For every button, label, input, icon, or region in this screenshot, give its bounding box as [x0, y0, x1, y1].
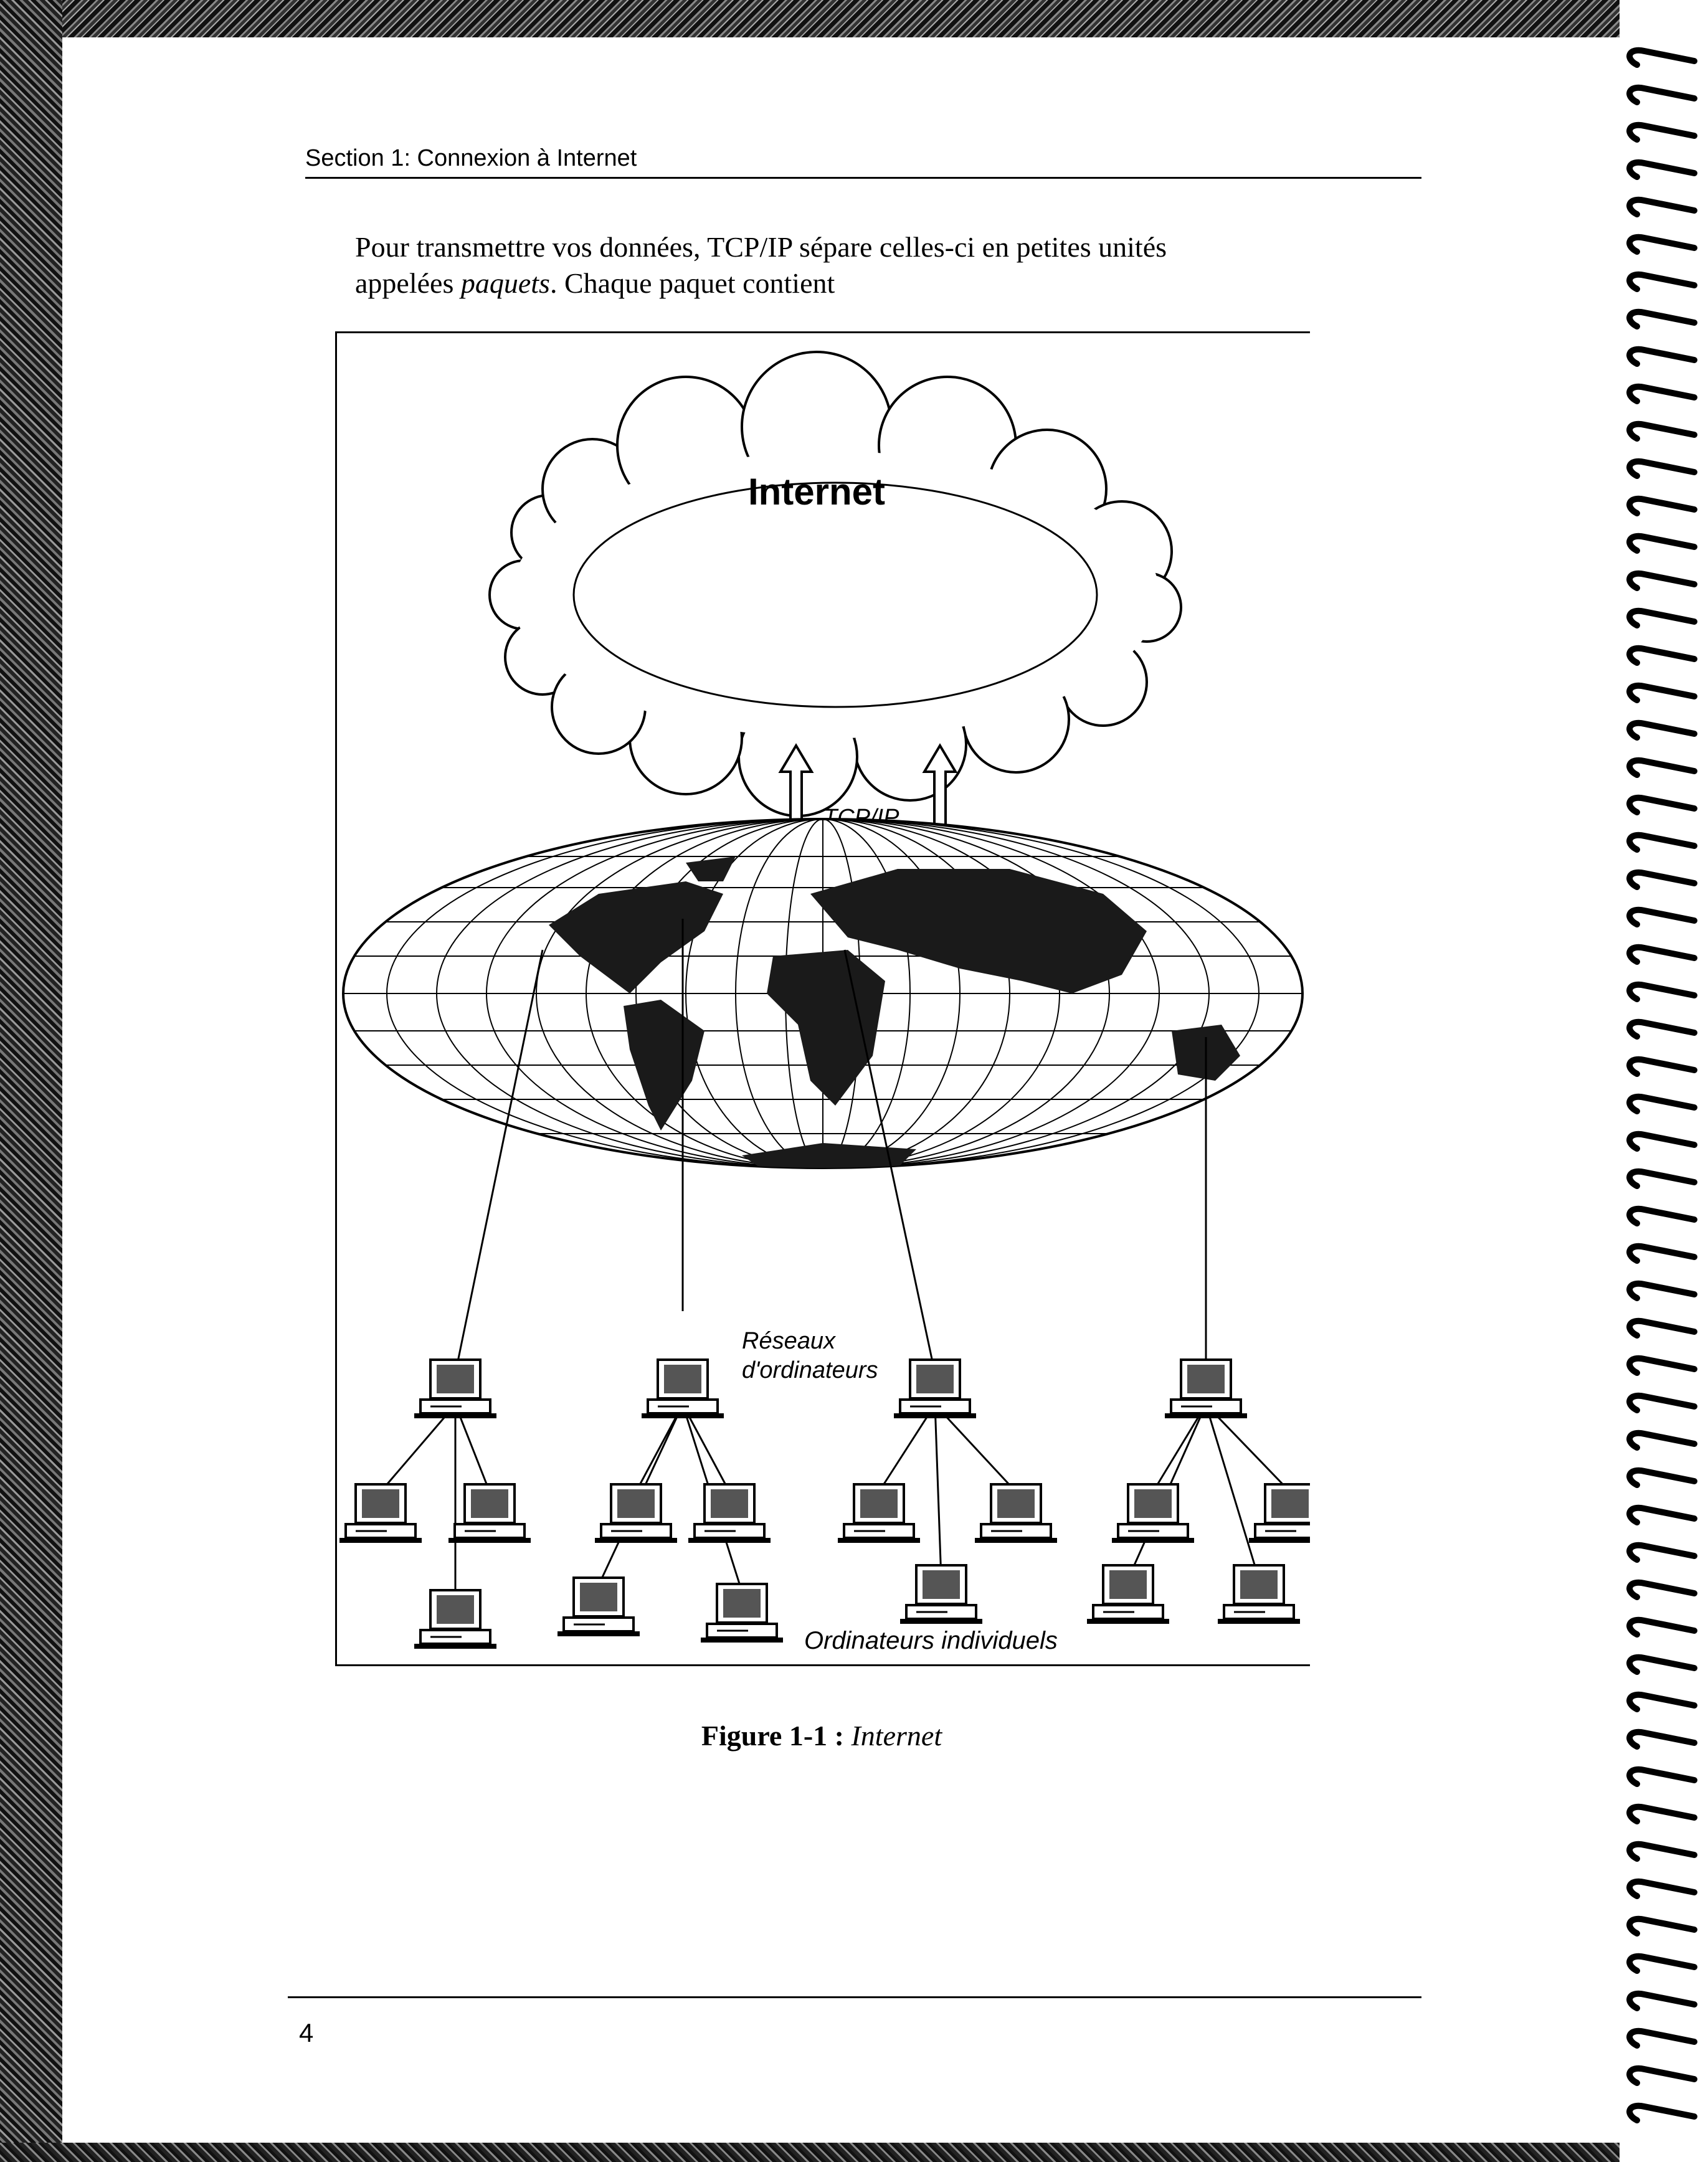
spiral-coil: [1626, 1504, 1697, 1525]
spiral-coil: [1626, 682, 1697, 703]
spiral-coil: [1626, 1392, 1697, 1413]
desk-texture-bottom: [0, 2143, 1708, 2162]
spiral-coil: [1626, 159, 1697, 180]
spiral-coil: [1626, 346, 1697, 367]
spiral-coil: [1626, 1691, 1697, 1712]
body-line-2: appelées paquets. Chaque paquet contient: [355, 265, 1414, 301]
spiral-coil: [1626, 1168, 1697, 1189]
body-paragraph: Pour transmettre vos données, TCP/IP sép…: [355, 229, 1414, 301]
spiral-coil: [1626, 1542, 1697, 1563]
figure-title: Internet: [851, 1720, 942, 1752]
spiral-coil: [1626, 869, 1697, 890]
spiral-coil: [1626, 121, 1697, 143]
spiral-coil: [1626, 1243, 1697, 1264]
spiral-coil: [1626, 1018, 1697, 1040]
desk-texture-left: [0, 0, 62, 2162]
spiral-coil: [1626, 2065, 1697, 2086]
spiral-coil: [1626, 1355, 1697, 1376]
spiral-coil: [1626, 196, 1697, 217]
spiral-coil: [1626, 1728, 1697, 1750]
spiral-coil: [1626, 271, 1697, 292]
spiral-coil: [1626, 1766, 1697, 1787]
globe-icon: [342, 818, 1304, 1169]
internet-diagram: Internet TCP/IP: [338, 351, 1310, 1654]
spiral-coil: [1626, 234, 1697, 255]
figure-number: Figure 1-1 :: [701, 1720, 852, 1752]
computer-icon: [338, 1358, 1310, 1650]
spiral-coil: [1626, 607, 1697, 628]
spiral-coil: [1626, 906, 1697, 927]
spiral-coil: [1626, 47, 1697, 68]
spiral-coil: [1626, 1280, 1697, 1301]
spiral-coil: [1626, 1429, 1697, 1451]
term-paquets: paquets: [460, 267, 550, 299]
running-header: Section 1: Connexion à Internet: [305, 138, 1421, 179]
footer-rule: [288, 1996, 1421, 1998]
body-line-2-suffix: . Chaque paquet contient: [549, 267, 835, 299]
networks-label-line1: Réseaux: [742, 1328, 837, 1354]
spiral-coil: [1626, 2102, 1697, 2123]
individuals-label: Ordinateurs individuels: [804, 1627, 1058, 1654]
spiral-coil: [1626, 1878, 1697, 1899]
spiral-coil: [1626, 383, 1697, 404]
desk-texture-top: [0, 0, 1708, 37]
spiral-coil: [1626, 1131, 1697, 1152]
spiral-coil: [1626, 981, 1697, 1002]
spiral-coil: [1626, 1205, 1697, 1226]
spiral-coil: [1626, 1317, 1697, 1339]
body-line-1: Pour transmettre vos données, TCP/IP sép…: [355, 231, 1167, 263]
spiral-coil: [1626, 1915, 1697, 1937]
spiral-coil: [1626, 533, 1697, 554]
spiral-coil: [1626, 458, 1697, 479]
spiral-coil: [1626, 308, 1697, 330]
spiral-coil: [1626, 1990, 1697, 2011]
networks-label-line2: d'ordinateurs: [742, 1357, 878, 1383]
figure-caption: Figure 1-1 : Internet: [335, 1719, 1308, 1752]
spiral-coil: [1626, 1467, 1697, 1488]
spiral-coil: [1626, 944, 1697, 965]
spiral-coil: [1626, 757, 1697, 778]
spiral-coil: [1626, 1056, 1697, 1077]
spiral-binding-icon: [1620, 0, 1708, 2162]
spiral-coil: [1626, 1953, 1697, 1974]
spiral-coil: [1626, 1841, 1697, 1862]
cloud-icon: [488, 351, 1182, 817]
spiral-coil: [1626, 1093, 1697, 1114]
body-line-2-prefix: appelées: [355, 267, 461, 299]
page-number: 4: [299, 2018, 314, 2047]
spiral-coil: [1626, 495, 1697, 516]
cloud-label: Internet: [748, 471, 885, 513]
spiral-coil: [1626, 570, 1697, 591]
spiral-coil: [1626, 794, 1697, 815]
spiral-coil: [1626, 1579, 1697, 1600]
spiral-coil: [1626, 1654, 1697, 1675]
spiral-coil: [1626, 420, 1697, 442]
spiral-coil: [1626, 832, 1697, 853]
spiral-coil: [1626, 84, 1697, 105]
section-title: Section 1: Connexion à Internet: [305, 145, 637, 171]
spiral-coil: [1626, 719, 1697, 741]
figure-internet: Internet TCP/IP: [335, 331, 1310, 1666]
spiral-coil: [1626, 2027, 1697, 2049]
spiral-coil: [1626, 645, 1697, 666]
spiral-coil: [1626, 1803, 1697, 1824]
spiral-coil: [1626, 1616, 1697, 1638]
